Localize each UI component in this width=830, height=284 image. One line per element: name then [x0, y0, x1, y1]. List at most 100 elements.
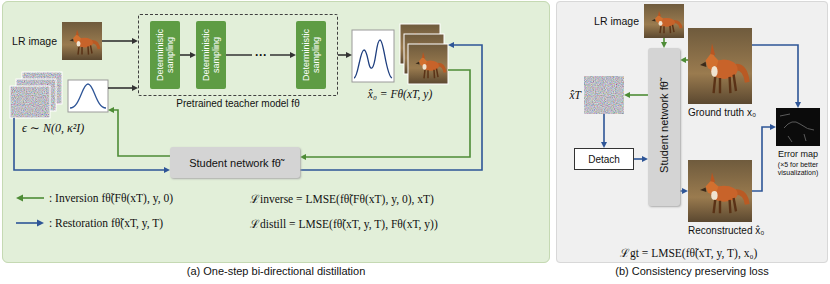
- loss-equation: ℒgt = LMSE(fθ̃(xT, y, T), x₀): [620, 245, 757, 260]
- connector-line: [108, 87, 133, 89]
- panel-caption: (a) One-step bi-directional distillation: [187, 265, 366, 277]
- reconstructed-image: Reconstructed x̂₀: [688, 160, 752, 222]
- panel-b: (b) Consistency preserving lossLR imageS…: [556, 1, 828, 263]
- connector-line: [603, 114, 605, 143]
- connector-line: [338, 54, 347, 56]
- connector-line: [114, 110, 171, 156]
- error-map-image: Error map(×5 for better visualization): [776, 108, 820, 146]
- legend-arrowhead: [37, 220, 44, 227]
- legend-swatch: [14, 217, 46, 229]
- gaussian-curve: [70, 84, 106, 108]
- arrowhead: [108, 107, 114, 113]
- legend-row: : Restoration fθ̃(xT, y, T): [14, 215, 163, 231]
- ground-truth-image: Ground truth x₀: [688, 28, 752, 104]
- arrowhead: [682, 188, 688, 194]
- sampling-text: Deterministic sampling: [155, 24, 176, 86]
- connector: [601, 114, 607, 148]
- noise-sample: ϵ ∼ N(0, κ²I): [10, 72, 108, 118]
- ellipsis: ···: [252, 49, 270, 61]
- output-distribution-plot: [352, 30, 394, 82]
- legend-arrowhead: [16, 195, 23, 202]
- legend-line: [16, 222, 38, 224]
- connector-line: [306, 70, 471, 157]
- image-note: (×5 for better visualization): [770, 161, 826, 178]
- legend-row: : Inversion fθ̃(Fθ(xT), y, 0): [14, 190, 173, 206]
- lr-image: LR image: [62, 22, 102, 60]
- image-label: Ground truth x₀: [688, 107, 756, 118]
- teacher-output: x̂₀ = Fθ(xT, y): [352, 24, 448, 84]
- image-label: LR image: [12, 35, 57, 47]
- connector-line: [752, 127, 771, 191]
- image-frame: [408, 44, 448, 84]
- noise-image: [10, 86, 50, 118]
- arrowhead: [770, 124, 776, 130]
- sampling-box: Deterministic sampling: [150, 21, 180, 89]
- connector-line: [686, 59, 689, 61]
- teacher-model-box: Pretrained teacher model fθDeterministic…: [138, 14, 338, 96]
- gaussian-plot: [68, 80, 108, 112]
- error-traces: [780, 114, 814, 142]
- output-formula: x̂₀ = Fθ(xT, y): [368, 88, 432, 100]
- sampling-box: Deterministic sampling: [196, 21, 226, 89]
- image-frame: [10, 86, 50, 118]
- connector: [300, 42, 482, 170]
- lr-image: LR image: [644, 4, 684, 38]
- arrowhead: [300, 154, 306, 160]
- loss-equation: ℒinverse = LMSE(fθ̃(Fθ(xT), y, 0), xT): [250, 191, 434, 206]
- connector: [108, 107, 170, 156]
- student-network-box: Student network fθ̃: [170, 147, 300, 178]
- connector: [102, 38, 138, 44]
- arrowhead: [346, 52, 352, 58]
- multimodal-curve: [354, 40, 392, 78]
- student-label: Student network fθ̃: [189, 157, 281, 169]
- image-label: Reconstructed x̂₀: [688, 225, 764, 236]
- connector-line: [630, 94, 649, 96]
- legend-text: : Restoration fθ̃(xT, y, T): [49, 217, 163, 229]
- error-map: [776, 108, 820, 146]
- detach-label: Detach: [588, 154, 620, 165]
- connector-line: [634, 158, 643, 160]
- ground-truth-photo: [688, 28, 752, 104]
- connector: [338, 52, 352, 58]
- teacher-label: Pretrained teacher model fθ: [176, 98, 299, 109]
- output-photo: [408, 44, 448, 84]
- connector-line: [102, 40, 133, 42]
- detach-box: Detach: [574, 148, 634, 170]
- sampling-text: Deterministic sampling: [201, 24, 222, 86]
- legend-text: : Inversion fθ̃(Fθ(xT), y, 0): [49, 192, 173, 204]
- arrowhead: [624, 92, 630, 98]
- arrowhead: [680, 57, 686, 63]
- reconstructed-photo: [688, 160, 752, 222]
- legend-line: [22, 197, 44, 199]
- connector: [180, 52, 196, 58]
- connector-line: [14, 118, 165, 170]
- connector: [752, 124, 776, 191]
- panel-ground: [556, 1, 828, 263]
- lr-photo: [62, 22, 102, 60]
- connector-line: [680, 190, 683, 192]
- image-label: LR image: [594, 15, 639, 27]
- connector-line: [300, 45, 482, 170]
- noise-estimate: x̂T: [584, 76, 624, 114]
- loss-equation: ℒdistill = LMSE(fθ̃(xT, y, T), Fθ(xT, y)…: [250, 216, 438, 231]
- connector-line: [663, 38, 665, 43]
- noise-image: [584, 76, 624, 114]
- connector: [680, 188, 688, 194]
- student-label: Student network fθ̃: [658, 53, 671, 201]
- panel-caption: (b) Consistency preserving loss: [615, 265, 768, 277]
- sampling-text: Deterministic sampling: [301, 24, 322, 86]
- sampling-box: Deterministic sampling: [296, 21, 326, 89]
- panel-ground: [2, 1, 550, 263]
- arrowhead: [448, 42, 454, 48]
- connector: [14, 118, 170, 173]
- connector: [634, 156, 648, 162]
- connector: [624, 92, 648, 98]
- image-label: Error map: [778, 149, 818, 159]
- lr-photo: [644, 4, 684, 38]
- connector-line: [180, 54, 191, 56]
- connector: [680, 57, 688, 63]
- connector-line: [752, 45, 798, 103]
